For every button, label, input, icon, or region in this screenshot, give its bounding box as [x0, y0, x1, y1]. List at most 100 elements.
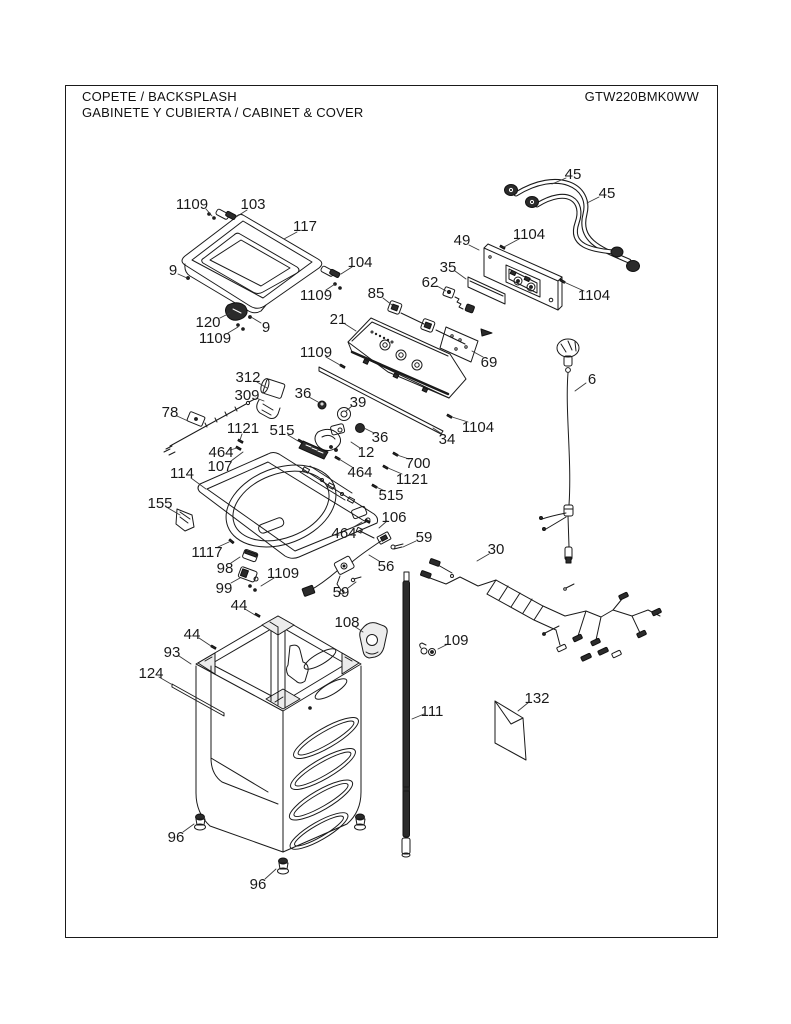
part-label-1104: 1104 — [578, 287, 610, 304]
leader-line — [454, 270, 467, 280]
leader-line — [260, 577, 275, 587]
part-label-44: 44 — [231, 597, 248, 614]
clip-309-drawing — [256, 399, 281, 419]
leader-line — [230, 577, 241, 584]
literature-132-drawing — [494, 700, 527, 761]
leader-line — [264, 868, 277, 880]
control-board-69-drawing — [439, 326, 493, 363]
part-label-98: 98 — [217, 560, 234, 577]
part-label-49: 49 — [454, 232, 471, 249]
cabinet-93-drawing — [195, 615, 362, 853]
clips-85-drawing — [387, 300, 466, 345]
leader-line — [375, 486, 386, 492]
part-label-132: 132 — [524, 690, 549, 707]
part-label-111: 111 — [421, 703, 444, 720]
leader-line — [517, 701, 530, 712]
leader-line — [432, 427, 443, 435]
fill-hoses-45-drawing — [504, 178, 640, 272]
brace-rod-124-drawing — [171, 683, 225, 717]
part-label-12: 12 — [358, 444, 375, 461]
power-cord-6-drawing — [539, 338, 580, 564]
leader-line — [574, 382, 587, 392]
leader-line — [244, 608, 256, 616]
knobs-36-39-drawing — [317, 400, 365, 433]
leader-line — [229, 447, 238, 451]
part-label-85: 85 — [368, 285, 385, 302]
part-label-36: 36 — [295, 385, 312, 402]
clip-109-drawing — [419, 642, 436, 656]
leader-line — [471, 350, 484, 358]
part-label-104: 104 — [347, 254, 372, 271]
leader-line — [308, 396, 319, 403]
title-line-1: COPETE / BACKSPLASH — [82, 89, 237, 104]
leader-line — [176, 415, 189, 422]
leader-line — [205, 208, 213, 217]
part-label-464: 464 — [331, 525, 356, 542]
part-label-155: 155 — [147, 495, 172, 512]
leader-line — [340, 266, 353, 275]
part-label-515: 515 — [378, 487, 403, 504]
part-label-515: 515 — [269, 422, 294, 439]
leader-line — [396, 454, 410, 460]
screw-marks — [186, 212, 566, 650]
funnel-108-drawing — [359, 622, 388, 659]
part-label-96: 96 — [168, 829, 185, 846]
leader-line — [338, 458, 353, 468]
leader-line — [230, 451, 244, 462]
leader-line — [344, 323, 357, 332]
leader-line — [387, 467, 403, 475]
hinge-bracket-120-drawing — [225, 302, 248, 321]
leader-line — [178, 655, 192, 665]
drawing-title: COPETE / BACKSPLASH GABINETE Y CUBIERTA … — [82, 89, 363, 120]
part-label-59: 59 — [416, 529, 433, 546]
leader-line — [235, 209, 248, 218]
hinge-104-drawing — [320, 265, 341, 278]
corner-cap-155-drawing — [175, 508, 195, 532]
leader-line — [239, 433, 243, 441]
part-label-39: 39 — [350, 394, 367, 411]
leader-line — [167, 507, 181, 516]
leader-line — [250, 316, 262, 324]
leader-line — [190, 477, 207, 490]
leader-line — [402, 540, 417, 548]
part-label-124: 124 — [138, 665, 163, 682]
part-label-1121: 1121 — [227, 420, 259, 437]
rod-78-drawing — [163, 398, 256, 456]
part-label-120: 120 — [195, 314, 220, 331]
part-label-69: 69 — [481, 354, 498, 371]
leader-line — [368, 554, 380, 562]
part-label-34: 34 — [439, 431, 456, 448]
part-label-106: 106 — [381, 509, 406, 526]
leader-line — [586, 196, 600, 204]
part-label-6: 6 — [588, 371, 596, 388]
part-label-1109: 1109 — [300, 287, 332, 304]
hinge-103-drawing — [215, 208, 237, 220]
part-label-99: 99 — [216, 580, 233, 597]
leader-line — [563, 281, 585, 292]
part-99-drawing — [237, 566, 259, 583]
leader-line — [436, 285, 447, 292]
part-label-78: 78 — [162, 404, 179, 421]
leader-line — [158, 676, 172, 685]
backsplash-panel-49-drawing — [483, 243, 563, 311]
part-98-drawing — [242, 548, 259, 563]
part-label-96: 96 — [250, 876, 267, 893]
page-border — [65, 85, 718, 938]
part-label-309: 309 — [234, 387, 259, 404]
part-label-1117: 1117 — [191, 544, 222, 561]
part-label-114: 114 — [170, 465, 194, 482]
leader-line — [476, 553, 490, 562]
part-label-464: 464 — [347, 464, 372, 481]
model-number: GTW220BMK0WW — [584, 89, 699, 104]
part-label-93: 93 — [164, 644, 181, 661]
leader-line — [503, 238, 520, 248]
leader-line — [345, 405, 353, 412]
title-line-2: GABINETE Y CUBIERTA / CABINET & COVER — [82, 104, 364, 120]
leader-line — [468, 244, 480, 251]
part-label-9: 9 — [262, 319, 270, 336]
part-label-36: 36 — [372, 429, 389, 446]
part-label-107: 107 — [207, 458, 232, 475]
